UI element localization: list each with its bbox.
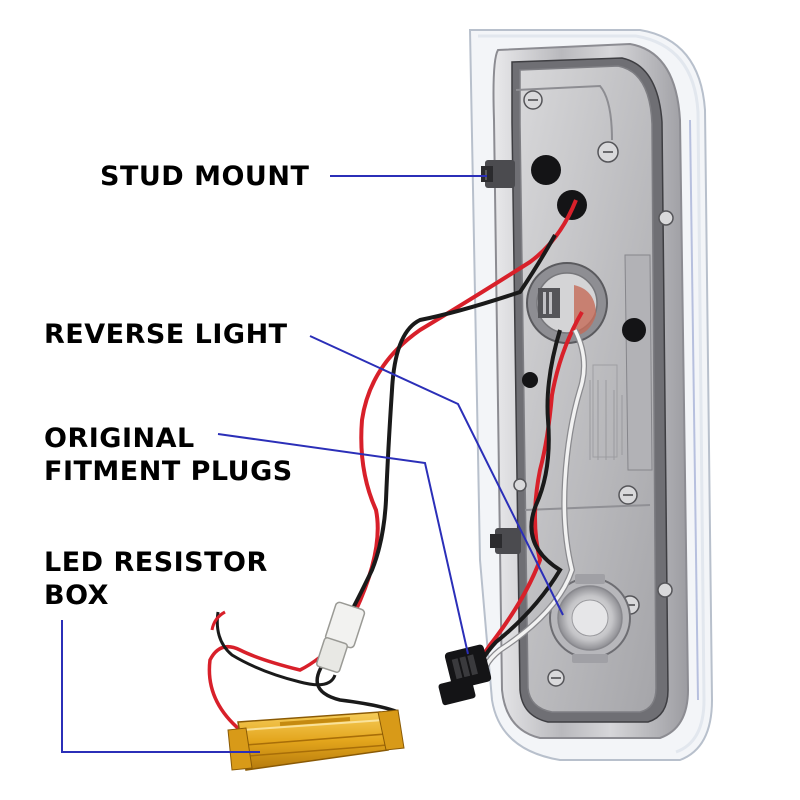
black-wire bbox=[350, 234, 557, 611]
leader-reverse-light bbox=[309, 335, 564, 616]
callout-line: LED RESISTOR bbox=[44, 547, 268, 578]
black-wire-socket bbox=[478, 329, 563, 666]
callout-line: FITMENT PLUGS bbox=[44, 456, 293, 487]
leader-lines bbox=[61, 175, 564, 753]
resistor-box-icon bbox=[227, 709, 405, 771]
callout-fitment-plugs: ORIGINAL FITMENT PLUGS bbox=[44, 422, 293, 488]
red-wire bbox=[336, 199, 578, 641]
upper-bulb-socket bbox=[526, 262, 608, 344]
callout-line: BOX bbox=[44, 580, 109, 611]
molded-text-area bbox=[592, 364, 618, 458]
reverse-light-socket bbox=[549, 574, 631, 663]
lower-stud-bolt bbox=[490, 528, 521, 554]
stud-mount-bolt bbox=[481, 160, 515, 188]
leader-resistor-box bbox=[61, 620, 260, 753]
back-plate bbox=[519, 65, 657, 713]
plug-connector-icon bbox=[315, 601, 366, 673]
callout-reverse-light: REVERSE LIGHT bbox=[44, 318, 288, 351]
callout-line: STUD MOUNT bbox=[100, 161, 310, 192]
callout-line: REVERSE LIGHT bbox=[44, 319, 288, 350]
callout-stud-mount: STUD MOUNT bbox=[100, 160, 309, 193]
callout-line: ORIGINAL bbox=[44, 423, 195, 454]
leader-fitment-plugs bbox=[217, 433, 469, 655]
fitment-plug bbox=[438, 644, 492, 706]
callout-resistor-box: LED RESISTOR BOX bbox=[44, 546, 268, 612]
